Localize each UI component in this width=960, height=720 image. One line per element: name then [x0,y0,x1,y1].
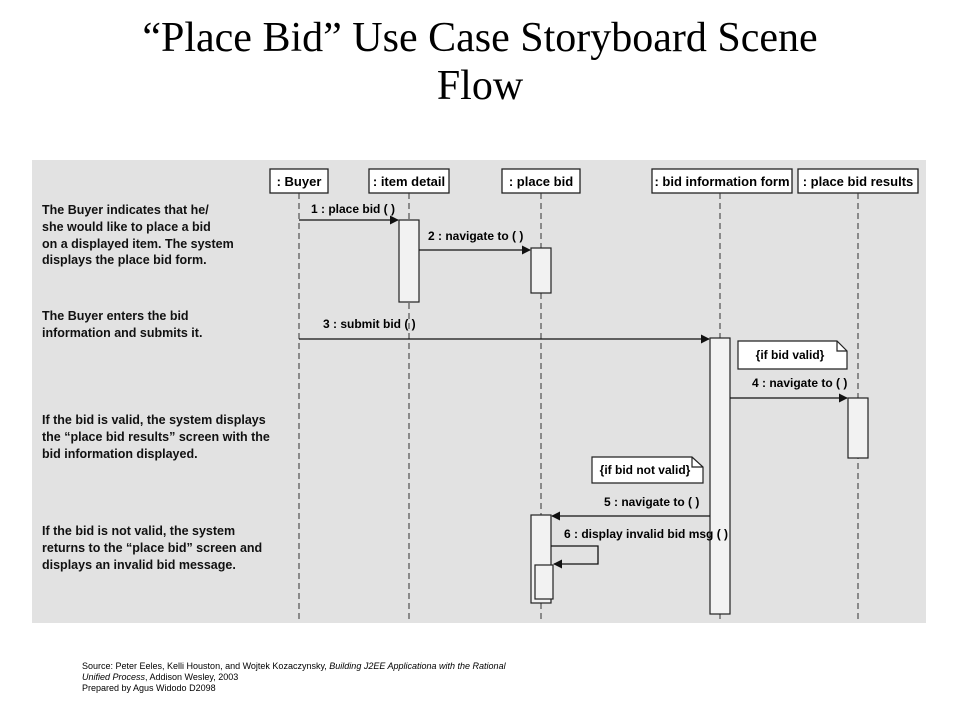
message-5: 5 : navigate to ( ) [551,495,710,521]
lifeline-buyer: : Buyer [269,168,329,623]
lifeline-place-bid: : place bid [501,168,581,623]
message-1-label: 1 : place bid ( ) [311,202,395,216]
lifeline-label-bid-information-form: : bid information form [654,174,789,189]
activation-place-bid-1 [530,247,552,294]
activation-place-bid-results [847,397,869,459]
lifeline-label-place-bid: : place bid [509,174,573,189]
description-step-3: If the bid is valid, the system displays… [42,413,273,461]
message-2-label: 2 : navigate to ( ) [428,229,523,243]
note-if-bid-not-valid-text: {if bid not valid} [600,463,691,477]
lifeline-label-place-bid-results: : place bid results [803,174,914,189]
message-6-label: 6 : display invalid bid msg ( ) [564,527,728,541]
message-3-label: 3 : submit bid ( ) [323,317,416,331]
source-book-title: Building J2EE Applicationa with the Rati… [329,661,506,671]
message-5-label: 5 : navigate to ( ) [604,495,699,509]
lifeline-label-buyer: : Buyer [277,174,322,189]
message-4: 4 : navigate to ( ) [730,376,848,403]
source-line-1: Source: Peter Eeles, Kelli Houston, and … [82,661,902,672]
message-4-label: 4 : navigate to ( ) [752,376,847,390]
source-line-2: Unified Process, Addison Wesley, 2003 [82,672,902,683]
lifeline-label-item-detail: : item detail [373,174,445,189]
note-if-bid-valid: {if bid valid} [737,340,848,370]
activation-place-bid-self [534,564,554,600]
slide-title: “Place Bid” Use Case Storyboard Scene Fl… [0,14,960,110]
message-2: 2 : navigate to ( ) [419,229,531,255]
description-step-4: If the bid is not valid, the system retu… [42,524,266,572]
source-authors: Source: Peter Eeles, Kelli Houston, and … [82,661,330,671]
source-citation: Source: Peter Eeles, Kelli Houston, and … [82,661,902,694]
activation-bid-information-form [709,337,731,615]
note-if-bid-not-valid: {if bid not valid} [591,456,704,484]
source-publisher: , Addison Wesley, 2003 [145,672,239,682]
description-step-2: The Buyer enters the bid information and… [42,309,202,340]
activation-item-detail [398,219,420,303]
slide-title-line-1: “Place Bid” Use Case Storyboard Scene [142,15,818,61]
message-6: 6 : display invalid bid msg ( ) [551,527,728,569]
source-book-title-cont: Unified Process [82,672,146,682]
message-1: 1 : place bid ( ) [299,202,399,225]
lifeline-place-bid-results: : place bid results [797,168,919,623]
slide-title-line-2: Flow [436,63,524,109]
description-step-1: The Buyer indicates that he/ she would l… [42,203,237,267]
note-if-bid-valid-text: {if bid valid} [756,348,825,362]
sequence-diagram-scan: : Buyer : item detail : place bid : bid … [32,160,926,623]
message-3: 3 : submit bid ( ) [299,317,710,344]
source-line-3: Prepared by Agus Widodo D2098 [82,683,216,693]
